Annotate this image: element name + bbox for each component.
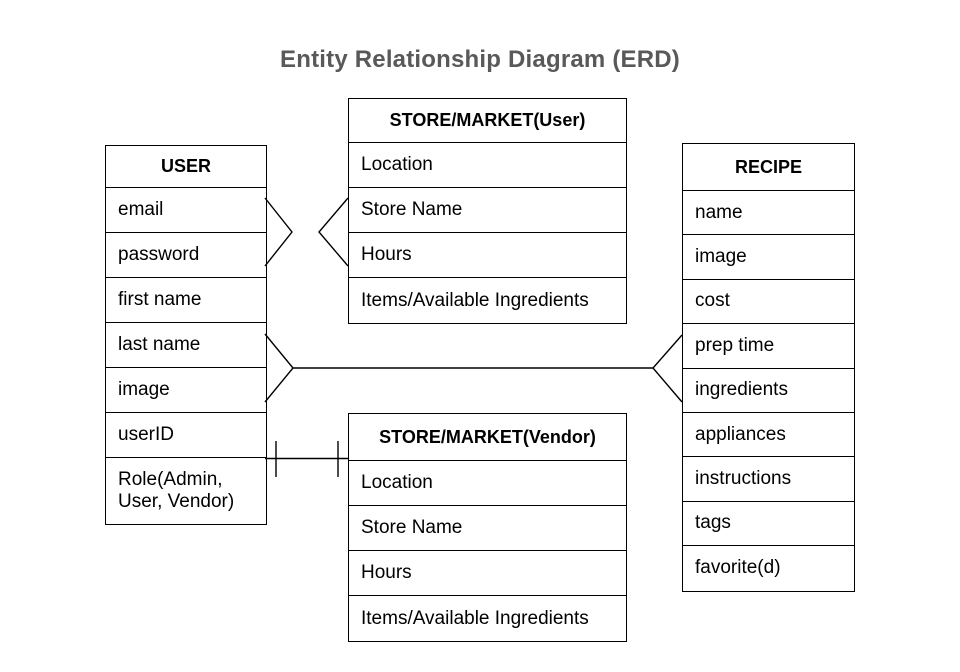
row-instructions: instructions	[683, 457, 854, 502]
row-role-admin-user-vendor: Role(Admin, User, Vendor)	[118, 469, 235, 512]
entity-recipe-title: RECIPE	[683, 144, 854, 191]
row-email: email	[106, 188, 266, 233]
row-hours: Hours	[349, 233, 626, 278]
entity-store-market-user-title: STORE/MARKET(User)	[349, 99, 626, 143]
row-ingredients: ingredients	[683, 369, 854, 413]
row-items-available-ingredients: Items/Available Ingredients	[361, 289, 589, 311]
row-appliances: appliances	[683, 413, 854, 458]
crow-foot-icon	[652, 334, 683, 403]
row-password: password	[106, 233, 266, 278]
row-store-name: Store Name	[349, 188, 626, 233]
connector-user-storevendor	[265, 441, 348, 477]
row-location: Location	[349, 143, 626, 188]
row-image: image	[683, 235, 854, 280]
row-cost: cost	[683, 280, 854, 325]
diagram-title: Entity Relationship Diagram (ERD)	[280, 46, 680, 73]
row-tags: tags	[683, 502, 854, 547]
row-prep-time: prep time	[683, 324, 854, 369]
row-image: image	[106, 368, 266, 413]
row-items-available-ingredients: Items/Available Ingredients	[361, 607, 589, 629]
entity-user-title: USER	[106, 146, 266, 188]
row-store-name: Store Name	[349, 506, 626, 551]
crow-foot-icon	[264, 197, 293, 267]
row-favorite-d: favorite(d)	[695, 557, 781, 579]
connector-user-storeuser	[264, 197, 349, 267]
row-first-name: first name	[106, 278, 266, 323]
crow-foot-icon	[318, 197, 349, 267]
connector-user-recipe	[264, 333, 683, 403]
entity-store-market-vendor-title: STORE/MARKET(Vendor)	[349, 414, 626, 461]
row-hours: Hours	[349, 551, 626, 596]
crow-foot-icon	[264, 333, 294, 403]
row-location: Location	[349, 461, 626, 506]
row-last-name: last name	[106, 323, 266, 368]
row-userid: userID	[106, 413, 266, 458]
row-name: name	[683, 191, 854, 236]
